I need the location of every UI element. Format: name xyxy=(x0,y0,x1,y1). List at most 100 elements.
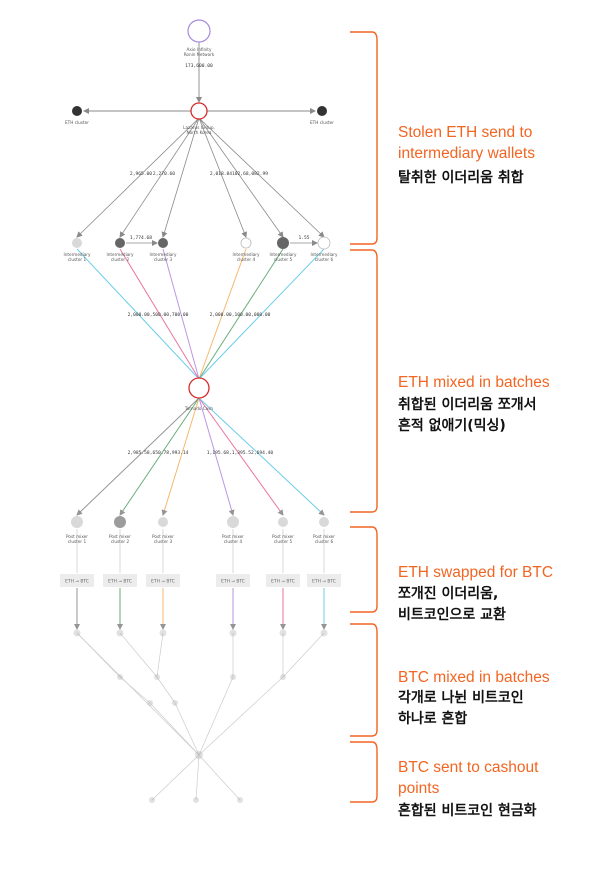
stage-2-en-line1: ETH mixed in batches xyxy=(398,374,550,391)
amount-to-mixer-left: 2,000.00,500.00,700.00 xyxy=(128,312,189,318)
flow-edge-41 xyxy=(282,632,325,678)
bracket-1 xyxy=(350,31,378,245)
flow-edge-5 xyxy=(119,117,200,238)
source-label-1: Axie Infinity xyxy=(187,47,212,52)
flow-edge-8 xyxy=(198,117,284,238)
stage-4-ko: 각개로 나뉜 비트코인 하나로 혼합 xyxy=(398,688,524,730)
intermediary-label-6a: Intermediary xyxy=(311,252,339,257)
intermediary-label-2b: cluster 2 xyxy=(111,257,130,262)
mixer-label: Tornado Cash xyxy=(184,406,213,411)
post-mixer-node-3[interactable] xyxy=(158,517,168,527)
post-mixer-node-6[interactable] xyxy=(319,517,329,527)
swap-box-5[interactable]: ETH → BTC xyxy=(266,574,300,587)
btc-mid-node-5[interactable] xyxy=(147,700,153,706)
amount-hub-left-2: 2,270.60 xyxy=(153,171,175,177)
btc-section xyxy=(73,629,328,803)
swap-box-4[interactable]: ETH → BTC xyxy=(216,574,250,587)
btc-mid-node-4[interactable] xyxy=(280,674,286,680)
intermediary-node-2[interactable] xyxy=(115,238,125,248)
btc-node-4[interactable] xyxy=(229,629,237,637)
hub-label-2: North Korea xyxy=(187,130,212,135)
cashout-node-1[interactable] xyxy=(149,797,155,803)
flow-edge-16 xyxy=(198,248,284,380)
btc-node-1[interactable] xyxy=(73,629,81,637)
swap-label-5: ETH → BTC xyxy=(271,579,295,585)
cashout-node-2[interactable] xyxy=(193,797,199,803)
amount-from-mixer-left: 2,985.58,650.78,993.14 xyxy=(128,450,189,456)
intermediary-label-3a: Intermediary xyxy=(150,252,178,257)
stage-2-ko-line1: 취합된 이더리움 쪼개서 xyxy=(398,397,537,413)
btc-node-6[interactable] xyxy=(320,629,328,637)
flow-edge-44 xyxy=(198,676,234,756)
intermediary-node-5[interactable] xyxy=(277,237,289,249)
stage-3-ko-line2: 비트코인으로 교환 xyxy=(398,607,506,623)
swap-box-3[interactable]: ETH → BTC xyxy=(146,574,180,587)
amount-hub-right-2: 102,68,082.99 xyxy=(232,171,268,177)
stage-4-en: BTC mixed in batches xyxy=(398,667,550,688)
stage-4-ko-line2: 하나로 혼합 xyxy=(398,711,468,727)
intermediary-node-4[interactable] xyxy=(240,237,252,249)
flow-edge-46 xyxy=(149,702,200,756)
eth-cluster-right-node[interactable] xyxy=(317,106,327,116)
swap-box-1[interactable]: ETH → BTC xyxy=(60,574,94,587)
btc-mid-node-3[interactable] xyxy=(230,674,236,680)
flow-edge-47 xyxy=(174,702,200,756)
stage-1-en-line1: Stolen ETH send to xyxy=(398,124,533,141)
flow-edge-19 xyxy=(119,397,200,516)
cashout-node-3[interactable] xyxy=(237,797,243,803)
post-mixer-node-4[interactable] xyxy=(227,516,239,528)
source-amount: 173,600.00 xyxy=(185,63,213,69)
eth-cluster-left-node[interactable] xyxy=(72,106,82,116)
flow-edge-12 xyxy=(76,248,200,380)
intermediary-label-1a: Intermediary xyxy=(64,252,92,257)
post-mixer-node-5[interactable] xyxy=(278,517,288,527)
btc-mid-node-1[interactable] xyxy=(117,674,123,680)
post-mixer-label-1b: cluster 1 xyxy=(68,539,87,544)
stage-brackets xyxy=(350,31,378,803)
post-mixer-label-2b: cluster 2 xyxy=(111,539,130,544)
mixer-node[interactable] xyxy=(188,377,210,399)
btc-mid-node-2[interactable] xyxy=(154,674,160,680)
stage-3-en-line1: ETH swapped for BTC xyxy=(398,564,554,581)
swap-label-6: ETH → BTC xyxy=(312,579,336,585)
swap-label-2: ETH → BTC xyxy=(108,579,132,585)
btc-mid-node-6[interactable] xyxy=(172,700,178,706)
flow-edge-43 xyxy=(156,676,176,704)
hub-label-1: Lazarus Group, xyxy=(183,125,215,130)
post-mixer-node-1[interactable] xyxy=(71,516,83,528)
flow-edge-37 xyxy=(119,632,158,678)
flow-edge-4 xyxy=(76,117,200,238)
post-mixer-node-2[interactable] xyxy=(114,516,126,528)
flow-edge-21 xyxy=(198,397,235,516)
flow-edge-45 xyxy=(198,676,284,756)
btc-node-3[interactable] xyxy=(159,629,167,637)
intermediary-node-1[interactable] xyxy=(72,238,82,248)
post-mixer-label-3b: cluster 3 xyxy=(154,539,173,544)
hub-node[interactable] xyxy=(190,102,208,120)
stage-5-en-line2: points xyxy=(398,780,440,797)
intermediary-node-3[interactable] xyxy=(158,238,168,248)
intermediary-label-2a: Intermediary xyxy=(107,252,135,257)
btc-node-2[interactable] xyxy=(116,629,124,637)
stage-1-ko: 탈취한 이더리움 취합 xyxy=(398,168,524,189)
source-node[interactable] xyxy=(187,19,211,43)
flow-edge-23 xyxy=(198,397,325,516)
bracket-5 xyxy=(350,741,378,803)
swap-box-6[interactable]: ETH → BTC xyxy=(307,574,341,587)
bracket-4 xyxy=(350,623,378,737)
eth-cluster-right-label: ETH cluster xyxy=(310,120,334,125)
flow-edge-38 xyxy=(156,632,164,678)
intermediary-node-6[interactable] xyxy=(317,236,331,250)
btc-collector-node[interactable] xyxy=(195,751,203,759)
bracket-3 xyxy=(350,526,378,613)
swap-label-1: ETH → BTC xyxy=(65,579,89,585)
flow-edge-17 xyxy=(198,248,325,380)
post-mixer-label-6b: cluster 6 xyxy=(315,539,334,544)
amount-i5-i6: 1.55 xyxy=(298,235,309,241)
swap-box-2[interactable]: ETH → BTC xyxy=(103,574,137,587)
post-mixer-label-5a: Post mixer xyxy=(272,534,294,539)
post-mixer-label-5b: cluster 5 xyxy=(274,539,293,544)
bracket-2 xyxy=(350,249,378,513)
stage-5-ko: 혼합된 비트코인 현금화 xyxy=(398,801,537,822)
btc-node-5[interactable] xyxy=(279,629,287,637)
